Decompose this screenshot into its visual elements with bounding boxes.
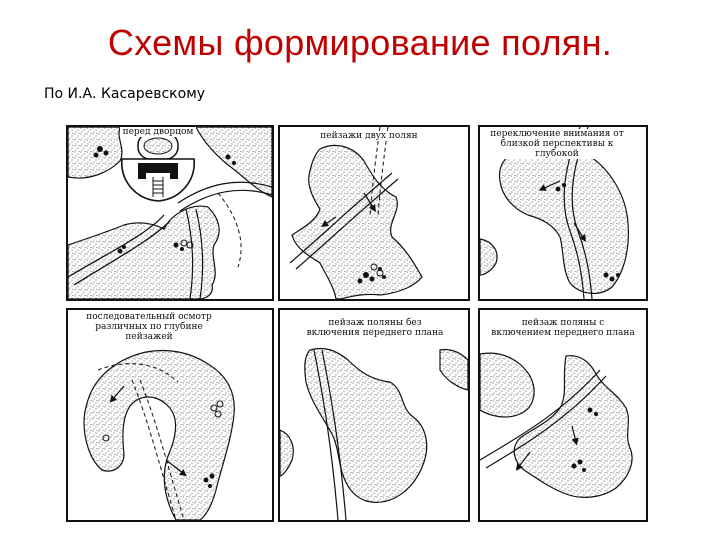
tree-group [93,146,236,254]
panel-without-foreground-drawing [280,347,468,520]
road [139,379,185,520]
trail [217,192,242,268]
tree-group [102,400,224,442]
panel-before-palace: перед дворцом [66,125,274,301]
panel-with-foreground: пейзаж поляны с включением переднего пла… [478,308,648,522]
panel-caption-line: близкой перспективы к глубокой [500,139,614,159]
panel-two-glades: пейзажи двух полян [278,125,470,301]
road [321,349,347,520]
view-arrow [363,192,376,213]
panel-two-glades-drawing [289,127,423,299]
alley [195,208,204,299]
forest-mass [280,429,294,477]
alley [185,208,194,299]
view-arrow [538,180,561,191]
road [179,189,272,212]
panel-attention-switch: переключение внимания от близкой перспек… [478,125,648,301]
road [313,349,339,520]
panel-caption-line: пейзаж поляны с [521,318,605,328]
panel-caption: переключение внимания от близкой перспек… [482,129,632,159]
forest-mass [480,352,535,418]
panel-without-foreground: пейзаж поляны без включения переднего пл… [278,308,470,522]
tree-group [203,473,215,488]
panel-caption: последовательный осмотр различных по глу… [74,312,224,342]
forest-mass [83,349,235,520]
view-arrow [571,425,579,446]
panel-sequential-view-drawing [83,349,235,520]
road [295,178,399,270]
page-subtitle: По И.А. Касаревскому [44,86,206,102]
tree-group [180,239,194,249]
forest-mass [439,348,468,391]
forest-mass [480,238,498,276]
road [480,369,601,461]
panel-caption-line: переключение внимания от [490,129,624,139]
panel-before-palace-drawing [68,127,272,299]
forest-mass [68,127,123,179]
view-arrow [165,459,187,477]
palace-parterre-inner [143,137,173,155]
road [289,172,393,264]
road [131,379,177,520]
view-arrow [573,222,586,243]
page-title: Схемы формирование полян. [107,22,613,63]
palace-building [138,163,178,173]
forest-mass [304,347,428,503]
panel-sequential-view: последовательный осмотр различных по глу… [66,308,274,522]
panel-caption: пейзаж поляны с включением переднего пла… [488,318,638,338]
view-arrow [515,451,531,471]
forest-mass [513,355,633,498]
palace-stairs [152,177,164,197]
road [73,220,171,286]
palace-wing [138,163,146,179]
tree-group [571,407,598,472]
panel-caption: пейзажи двух полян [304,131,434,141]
tree-group [555,183,620,282]
panel-caption-line: различных по глубине пейзажей [95,322,203,342]
forest-mass [291,144,423,299]
forest-mass [68,205,220,299]
road [177,181,272,204]
tree-group [370,263,384,277]
panel-caption-line: включением переднего плана [491,328,635,338]
palace-wing [170,163,178,179]
panel-caption: перед дворцом [120,127,196,137]
forest-mass [498,146,629,294]
road [485,375,607,469]
panel-caption-line: включения переднего плана [306,328,444,338]
panel-caption: пейзаж поляны без включения переднего пл… [300,318,450,338]
view-arrow [321,216,337,227]
panel-with-foreground-drawing [480,352,633,498]
view-arrow [109,385,125,403]
road [68,214,165,278]
panel-caption-line: пейзаж поляны без [328,318,422,328]
road [97,363,179,383]
panel-caption-line: последовательный осмотр [86,312,212,322]
